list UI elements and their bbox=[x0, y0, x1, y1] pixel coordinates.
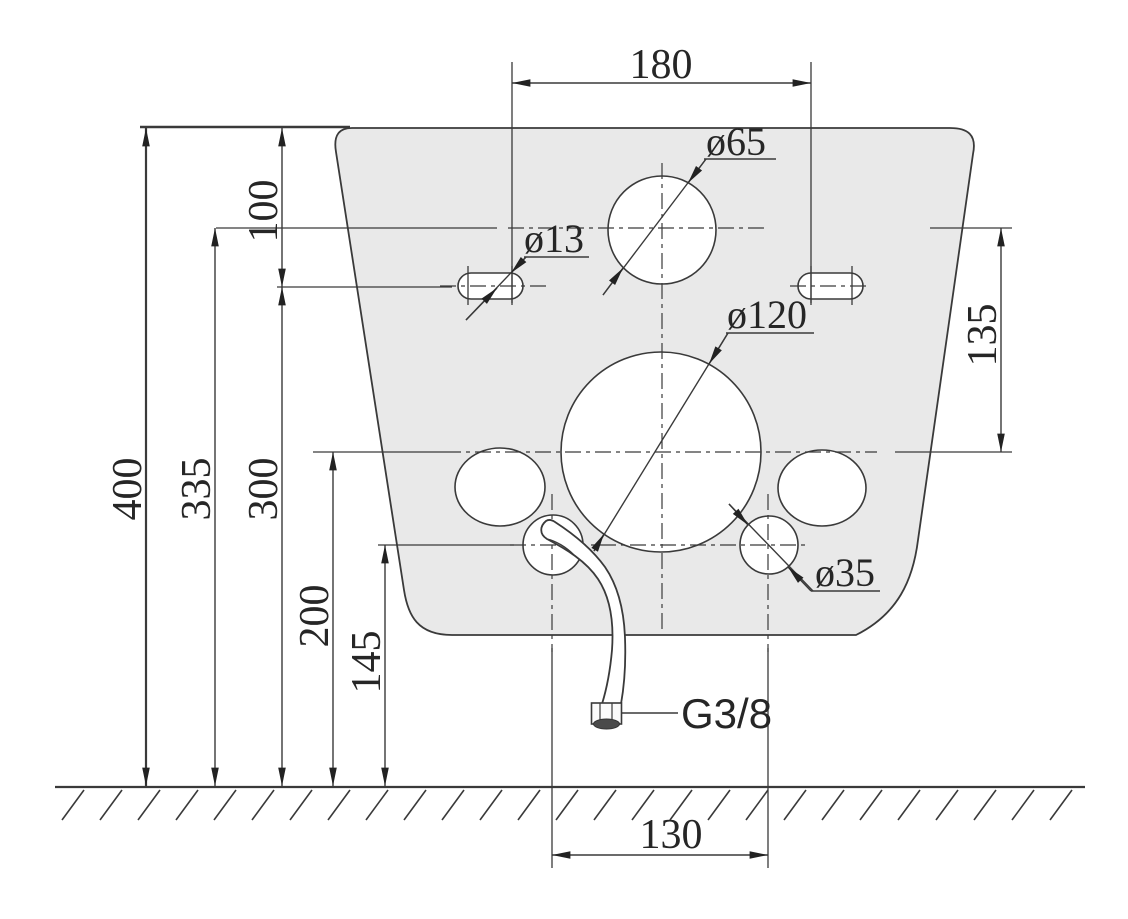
dim-145-label: 145 bbox=[344, 631, 390, 694]
dim-335-label: 335 bbox=[174, 458, 220, 521]
water-hose bbox=[540, 519, 627, 730]
dim-100-label: 100 bbox=[241, 180, 287, 243]
dim-300-label: 300 bbox=[241, 458, 287, 521]
centerlines bbox=[440, 163, 877, 652]
dia-35-label: ø35 bbox=[815, 550, 875, 595]
dia-65-label: ø65 bbox=[706, 119, 766, 164]
hose-bend-line bbox=[546, 538, 575, 556]
ground-hatching bbox=[61, 789, 1073, 821]
dimension-lines bbox=[142, 79, 1005, 859]
dim-200-label: 200 bbox=[292, 585, 338, 648]
dim-180-label: 180 bbox=[630, 42, 693, 88]
hole-oval-left bbox=[454, 447, 546, 527]
leader-lines bbox=[465, 158, 880, 714]
nut-opening bbox=[593, 718, 620, 730]
dia-120-label: ø120 bbox=[727, 292, 807, 337]
dim-135-label: 135 bbox=[960, 304, 1006, 367]
hole-oval-right bbox=[777, 449, 867, 527]
dim-130-label: 130 bbox=[640, 812, 703, 858]
dia-13-label: ø13 bbox=[524, 216, 584, 261]
dimension-labels: 180 130 400 335 300 100 200 145 135 ø65 … bbox=[105, 42, 1006, 858]
dim-400-label: 400 bbox=[105, 458, 151, 521]
thread-g38-label: G3/8 bbox=[681, 690, 772, 737]
